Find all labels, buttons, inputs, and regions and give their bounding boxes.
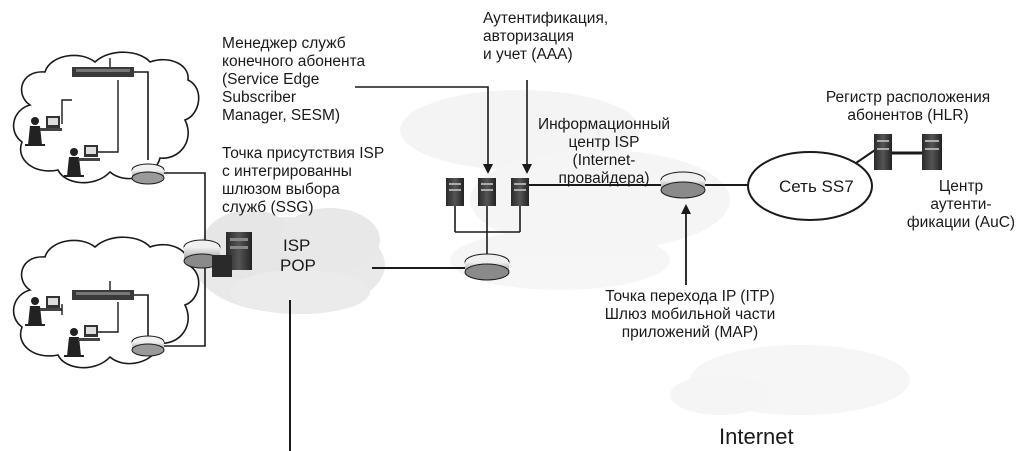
workstation-icon — [64, 145, 100, 176]
aaa-label: Аутентификация, авторизация и учет (AAA) — [483, 10, 608, 64]
internet-cloud-icon — [670, 345, 910, 415]
aaa-server-2-icon — [478, 178, 496, 206]
auc-label: Центр аутенти- фикации (AuC) — [906, 178, 1016, 232]
ss7-label: Сеть SS7 — [779, 177, 854, 197]
workstation-icon — [25, 296, 62, 325]
sesm-label: Менеджер служб конечного абонента (Servi… — [222, 35, 365, 125]
router-bottom-icon — [132, 336, 164, 356]
aaa-server-1-icon — [446, 178, 464, 206]
isp-pop-ssg-label: Точка присутствия ISP с интегрированны ш… — [222, 145, 384, 217]
hlr-label: Регистр расположения абонентов (HLR) — [806, 89, 1010, 125]
internet-label: Internet — [719, 424, 794, 450]
isp-label: ISP — [283, 236, 310, 256]
workstation-icon — [64, 325, 100, 356]
central-router-icon — [465, 254, 509, 280]
itp-map-label: Точка перехода IP (ITP) Шлюз мобильной ч… — [574, 288, 806, 342]
workstation-icon — [25, 116, 62, 145]
hlr-server-icon — [874, 134, 892, 170]
auc-server-icon — [922, 134, 942, 170]
subscriber-cloud-bottom-icon — [14, 237, 199, 367]
pop-label: POP — [280, 256, 316, 276]
isp-info-center-label: Информационный центр ISP (Internet- пров… — [530, 116, 678, 188]
router-top-icon — [132, 164, 164, 184]
aaa-server-3-icon — [511, 178, 529, 206]
switch-top-icon — [72, 58, 134, 77]
switch-bottom-icon — [72, 281, 134, 300]
